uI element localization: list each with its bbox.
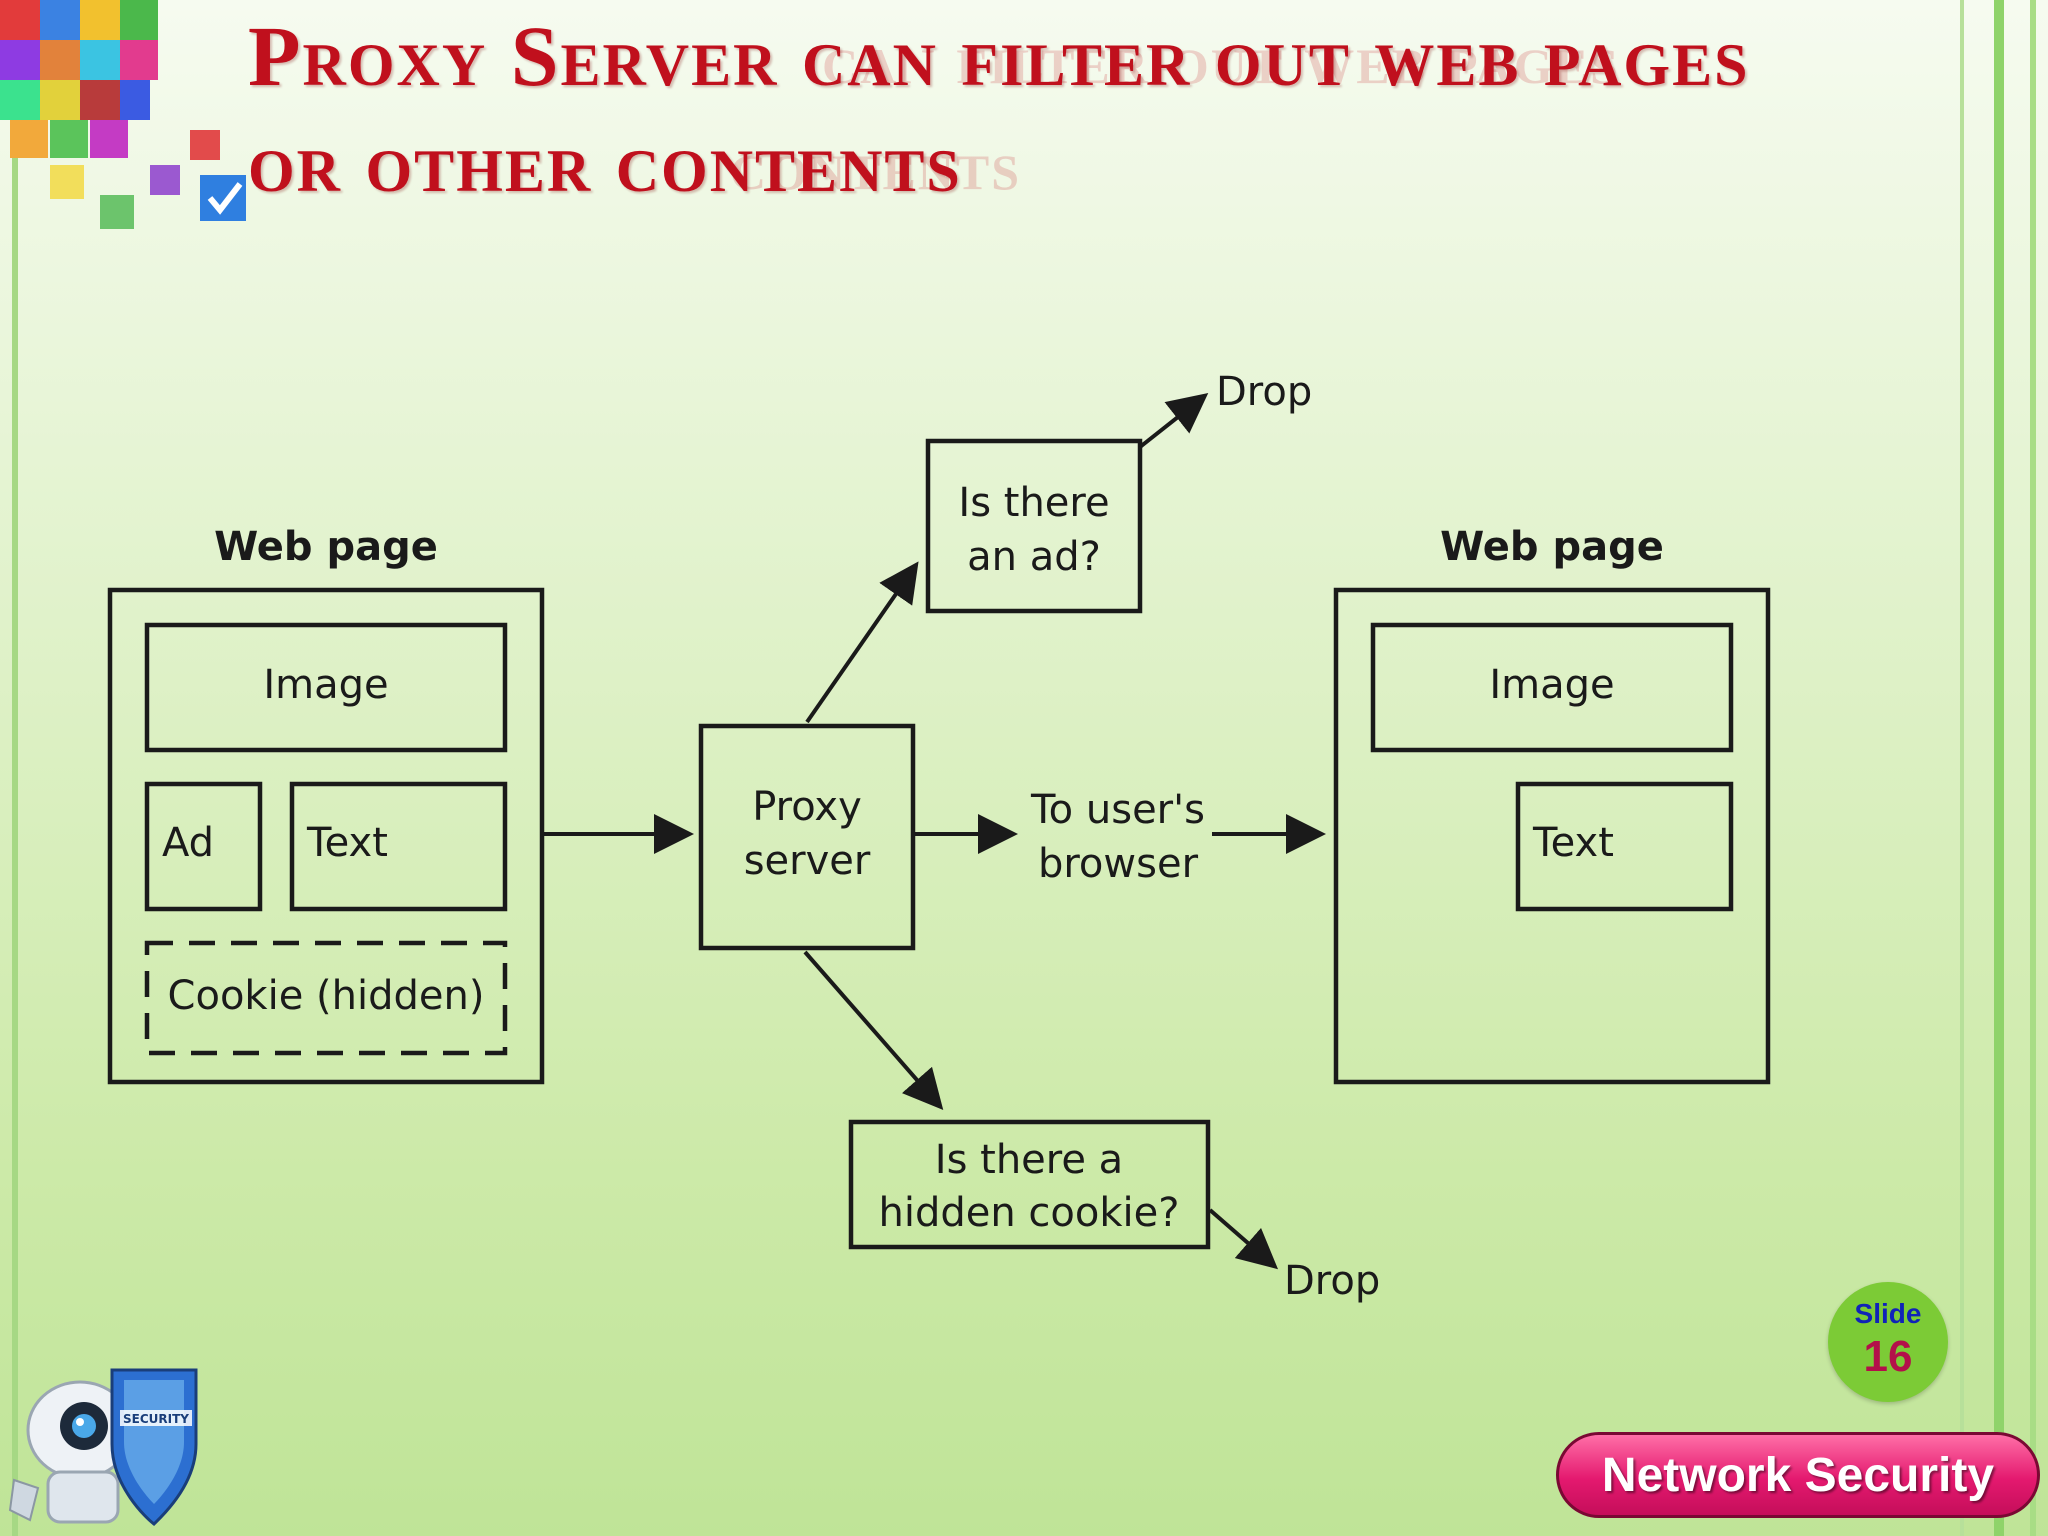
left-border-stripe — [12, 0, 18, 1536]
cubes-logo — [0, 0, 246, 229]
arrow-proxy-to-cookie-check — [803, 950, 944, 1111]
svg-text:SECURITY: SECURITY — [123, 1412, 189, 1426]
left-text-label: Text — [306, 820, 388, 866]
arrow-ad-to-drop — [1138, 393, 1209, 449]
title-ghost-echo-1: can filter out web pages — [822, 19, 1620, 99]
cookie-check-label-line1: Is there a — [935, 1137, 1123, 1183]
slide-title-line1: Proxy Server can filter out web pages — [248, 8, 1750, 104]
right-text-box — [1515, 781, 1734, 912]
right-image-box — [1370, 622, 1734, 753]
right-image-label: Image — [1489, 662, 1614, 708]
cookie-check-box — [848, 1119, 1211, 1250]
ad-check-label-line1: Is there — [958, 480, 1109, 526]
left-cookie-label: Cookie (hidden) — [168, 973, 485, 1019]
left-ad-box — [144, 781, 263, 912]
right-border-stripe-3 — [2030, 0, 2036, 1536]
slide-title-line2: or other contents — [248, 114, 962, 210]
to-browser-label-line1: To user's — [1030, 787, 1205, 833]
ad-check-label-line2: an ad? — [967, 534, 1101, 580]
left-ad-label: Ad — [162, 820, 214, 866]
right-web-page-frame — [1333, 587, 1771, 1085]
slide-number-badge: Slide 16 — [1828, 1282, 1948, 1402]
right-web-page-heading: Web page — [1440, 524, 1664, 570]
network-security-button[interactable]: Network Security — [1556, 1432, 2040, 1518]
right-border-stripe-1 — [1960, 0, 1964, 1536]
right-text-label: Text — [1532, 820, 1614, 866]
ad-drop-label: Drop — [1216, 369, 1312, 415]
slide-number: 16 — [1863, 1332, 1913, 1381]
security-robot-illustration: SECURITY — [8, 1368, 198, 1526]
right-border-stripe-2 — [1994, 0, 2004, 1536]
title-ghost-echo-2: contents — [730, 125, 1022, 205]
cookie-check-label-line2: hidden cookie? — [879, 1190, 1180, 1236]
slide-label: Slide — [1854, 1298, 1922, 1329]
proxy-server-label-line1: Proxy — [752, 784, 862, 830]
proxy-server-label-line2: server — [744, 838, 871, 884]
cookie-drop-label: Drop — [1284, 1258, 1380, 1304]
left-web-page-heading: Web page — [214, 524, 438, 570]
proxy-server-box — [698, 723, 916, 951]
left-cookie-box — [144, 940, 508, 1056]
arrow-cookie-to-drop — [1208, 1208, 1279, 1270]
ad-check-box — [925, 438, 1143, 614]
left-image-label: Image — [263, 662, 388, 708]
to-browser-label-line2: browser — [1038, 841, 1199, 887]
left-image-box — [144, 622, 508, 753]
left-text-box — [289, 781, 508, 912]
arrow-proxy-to-ad-check — [805, 561, 919, 724]
